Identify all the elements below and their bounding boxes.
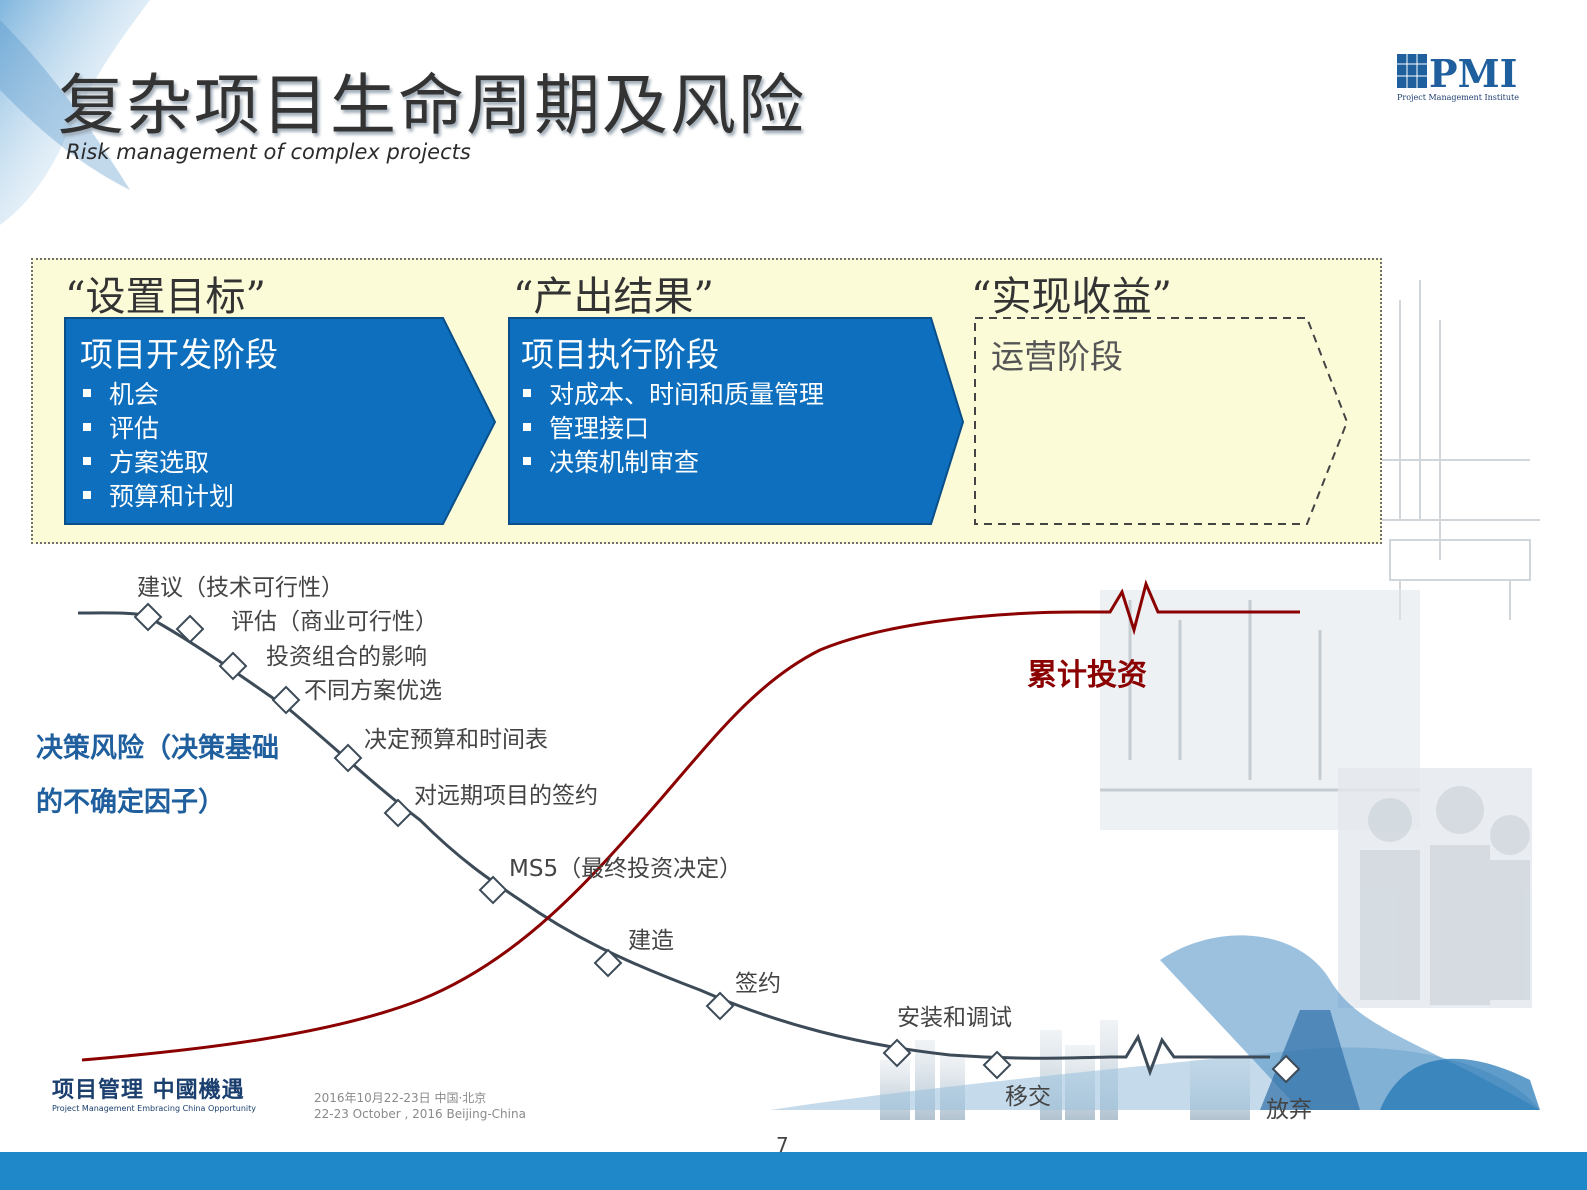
milestone-label: 建造 bbox=[628, 928, 674, 954]
bullet-item: 对成本、时间和质量管理 bbox=[523, 378, 824, 412]
svg-text:PMI: PMI bbox=[1429, 51, 1517, 96]
milestone-label: 投资组合的影响 bbox=[266, 644, 427, 670]
bullet-item: 机会 bbox=[83, 378, 234, 412]
milestone-label: 建议（技术可行性） bbox=[137, 575, 344, 601]
milestone-marker bbox=[593, 948, 623, 978]
milestone-label: 评估（商业可行性） bbox=[231, 609, 438, 635]
oil-rig-image bbox=[1380, 280, 1540, 620]
page-subtitle: Risk management of complex projects bbox=[66, 140, 471, 164]
milestone-marker bbox=[383, 798, 413, 828]
bullet-item: 预算和计划 bbox=[83, 480, 234, 514]
milestone-marker bbox=[982, 1050, 1012, 1080]
cumulative-investment-label: 累计投资 bbox=[1027, 658, 1147, 693]
splash-top-left bbox=[0, 0, 150, 225]
milestone-marker bbox=[333, 743, 363, 773]
milestone-marker bbox=[271, 685, 301, 715]
stage-title-operation: 运营阶段 bbox=[991, 337, 1123, 376]
page-title: 复杂项目生命周期及风险 bbox=[58, 67, 806, 144]
milestone-marker bbox=[1271, 1054, 1301, 1084]
milestone-label: 安装和调试 bbox=[897, 1005, 1012, 1031]
stage-title-development: 项目开发阶段 bbox=[80, 335, 278, 374]
stage-title-execution: 项目执行阶段 bbox=[521, 335, 719, 374]
milestone-label: 决定预算和时间表 bbox=[364, 727, 548, 753]
footer-bar bbox=[0, 1152, 1587, 1190]
cumulative-investment-curve bbox=[81, 579, 1300, 1062]
stage-arrow-execution bbox=[508, 317, 965, 525]
execution-bullet-list: 对成本、时间和质量管理 管理接口 决策机制审查 bbox=[523, 378, 824, 480]
milestone-label: 签约 bbox=[735, 971, 781, 997]
milestone-marker bbox=[133, 602, 163, 632]
milestone-label: 放弃 bbox=[1266, 1097, 1312, 1123]
stage-arrow-development bbox=[64, 317, 497, 525]
phase-quote-produce-results: “产出结果” bbox=[513, 274, 714, 320]
bullet-item: 决策机制审查 bbox=[523, 446, 824, 480]
development-bullet-list: 机会 评估 方案选取 预算和计划 bbox=[83, 378, 234, 514]
pmi-logo: PMI Project Management Institute bbox=[1397, 50, 1537, 106]
footer-date: 2016年10月22-23日 中国·北京 22-23 October , 201… bbox=[314, 1091, 526, 1121]
milestone-label: 移交 bbox=[1005, 1084, 1051, 1110]
milestone-marker bbox=[882, 1038, 912, 1068]
bullet-item: 管理接口 bbox=[523, 412, 824, 446]
milestone-label: 不同方案优选 bbox=[304, 678, 442, 704]
bullet-item: 方案选取 bbox=[83, 446, 234, 480]
milestone-marker bbox=[175, 614, 205, 644]
decision-risk-curve bbox=[77, 611, 1270, 1077]
decision-risk-label: 决策风险（决策基础 的不确定因子） bbox=[36, 733, 279, 818]
page-number: 7 bbox=[776, 1133, 789, 1157]
milestone-marker bbox=[478, 875, 508, 905]
phase-quote-set-goals: “设置目标” bbox=[65, 274, 266, 320]
milestone-marker bbox=[218, 651, 248, 681]
stage-arrows bbox=[64, 317, 1349, 525]
phase-panel: “设置目标” “产出结果” “实现收益” 项目开发阶段 机会 评估 方案选取 预… bbox=[31, 258, 1382, 544]
phase-quote-realize-benefits: “实现收益” bbox=[971, 274, 1172, 320]
milestone-label: MS5（最终投资决定） bbox=[509, 856, 743, 882]
svg-text:Project Management Institute: Project Management Institute bbox=[1397, 93, 1519, 102]
milestone-marker bbox=[705, 991, 735, 1021]
footer-slogan: 项目管理 中國機遇 Project Management Embracing C… bbox=[52, 1077, 256, 1113]
milestone-label: 对远期项目的签约 bbox=[414, 783, 598, 809]
bullet-item: 评估 bbox=[83, 412, 234, 446]
